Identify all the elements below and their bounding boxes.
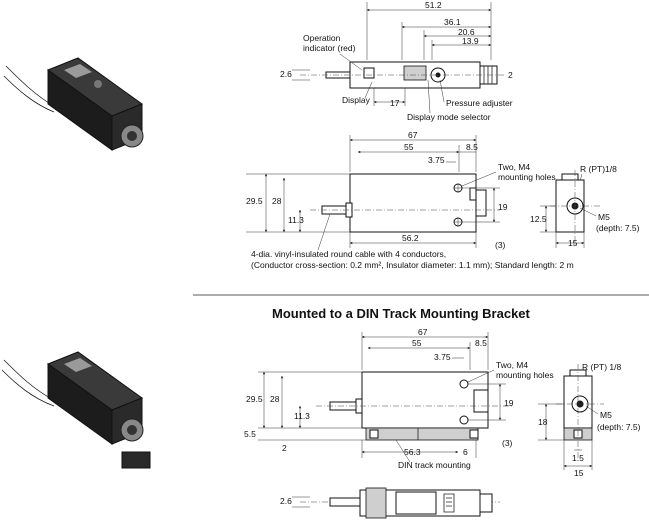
dim-12-5: 12.5 bbox=[530, 214, 547, 224]
bracket-dim-67: 67 bbox=[418, 327, 428, 337]
product-photo-top bbox=[3, 57, 144, 151]
dim-3-75: 3.75 bbox=[428, 155, 445, 165]
dim-2: 2 bbox=[508, 70, 513, 80]
din-track-label: DIN track mounting bbox=[398, 460, 471, 470]
dim-17: 17 bbox=[390, 98, 400, 108]
bracket-side-view: R (PT) 1/8 M5 (depth: 7.5) 18 1.5 15 bbox=[538, 362, 641, 478]
bracket-dim-8-5: 8.5 bbox=[475, 338, 487, 348]
dim-20-6: 20.6 bbox=[458, 27, 475, 37]
bracket-dim-3: (3) bbox=[502, 438, 513, 448]
bracket-dim-11-3: 11.3 bbox=[294, 411, 310, 421]
dim-29-5: 29.5 bbox=[246, 196, 263, 206]
cable-note-line-2: (Conductor cross-section: 0.2 mm², Insul… bbox=[251, 260, 574, 270]
bracket-dim-28: 28 bbox=[270, 394, 280, 404]
bracket-dim-2-6: 2.6 bbox=[280, 496, 292, 506]
bracket-dim-3-75: 3.75 bbox=[434, 352, 451, 362]
bracket-dim-5-5: 5.5 bbox=[244, 429, 256, 439]
bracket-thread-label: R (PT) 1/8 bbox=[582, 362, 621, 372]
depth-label: (depth: 7.5) bbox=[596, 223, 640, 233]
dim-15: 15 bbox=[568, 238, 578, 248]
bracket-bottom-view: 2.6 bbox=[280, 487, 500, 519]
dim-2-6: 2.6 bbox=[280, 69, 292, 79]
dim-28: 28 bbox=[272, 196, 282, 206]
pressure-adjuster-label: Pressure adjuster bbox=[446, 98, 513, 108]
bracket-front-view: 67 55 8.5 3.75 29.5 28 11.3 5.5 2 bbox=[244, 327, 554, 470]
dim-3: (3) bbox=[495, 240, 506, 250]
front-view: 67 55 8.5 3.75 29.5 28 11.3 19 bbox=[246, 130, 574, 270]
bracket-dim-6: 6 bbox=[463, 447, 468, 457]
bracket-m5-label: M5 bbox=[600, 410, 612, 420]
bracket-dim-15: 15 bbox=[574, 468, 584, 478]
dim-67: 67 bbox=[408, 130, 418, 140]
product-photo-bracket bbox=[1, 351, 151, 469]
dim-19: 19 bbox=[498, 202, 508, 212]
dim-13-9: 13.9 bbox=[462, 36, 479, 46]
dim-55: 55 bbox=[404, 142, 414, 152]
dim-8-5: 8.5 bbox=[466, 142, 478, 152]
thread-label: R (PT)1/8 bbox=[580, 164, 617, 174]
bracket-dim-18: 18 bbox=[538, 417, 548, 427]
side-view: R (PT)1/8 M5 (depth: 7.5) 12.5 15 bbox=[530, 164, 640, 248]
dim-11-3: 11.3 bbox=[288, 215, 304, 225]
dim-56-2: 56.2 bbox=[402, 233, 419, 243]
bracket-dim-2: 2 bbox=[282, 443, 287, 453]
cable-note-line-1: 4-dia. vinyl-insulated round cable with … bbox=[251, 249, 446, 259]
display-mode-selector-label: Display mode selector bbox=[407, 112, 491, 122]
dim-36-1: 36.1 bbox=[444, 17, 461, 27]
bracket-dim-55: 55 bbox=[412, 338, 422, 348]
m5-label: M5 bbox=[598, 212, 610, 222]
bracket-heading: Mounted to a DIN Track Mounting Bracket bbox=[272, 306, 531, 321]
bracket-dim-56-3: 56.3 bbox=[404, 447, 421, 457]
bracket-dim-29-5: 29.5 bbox=[246, 394, 263, 404]
bracket-dim-19: 19 bbox=[504, 398, 514, 408]
bracket-depth-label: (depth: 7.5) bbox=[597, 422, 641, 432]
display-label: Display bbox=[342, 95, 371, 105]
dim-51-2: 51.2 bbox=[425, 0, 442, 10]
bracket-dim-1-5: 1.5 bbox=[572, 453, 584, 463]
